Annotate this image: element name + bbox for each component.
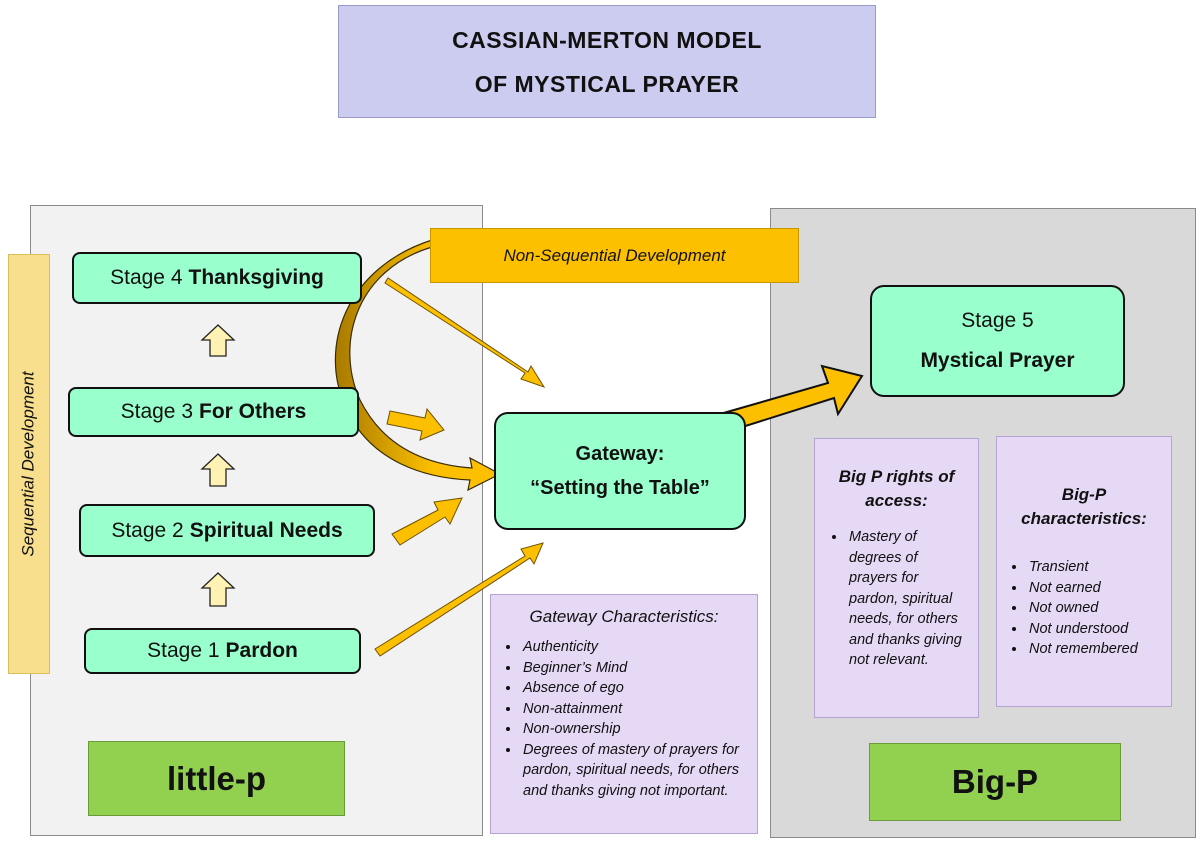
gateway-line-1: Gateway: xyxy=(575,443,665,465)
stage-1-name: Pardon xyxy=(225,639,298,662)
title-line-1: CASSIAN-MERTON MODEL xyxy=(452,26,762,53)
thin-arrow-to-gateway xyxy=(384,277,546,388)
stage-2-prefix: Stage 2 xyxy=(111,518,184,542)
title-line-2: OF MYSTICAL PRAYER xyxy=(474,70,740,97)
gateway-characteristics-list: Authenticity Beginner’s Mind Absence of … xyxy=(491,637,757,801)
non-sequential-curved-arrow xyxy=(334,239,502,492)
list-item: Mastery of degrees of prayers for pardon… xyxy=(847,527,968,671)
up-arrow-stage-3-to-4 xyxy=(200,324,236,357)
list-item: Beginner’s Mind xyxy=(521,658,757,679)
arrow-from-stage-3 xyxy=(386,407,445,441)
stage-3-prefix: Stage 3 xyxy=(120,400,194,423)
big-p-rights-title-line-2: access: xyxy=(865,491,928,510)
list-item: Not remembered xyxy=(1027,639,1171,660)
list-item: Degrees of mastery of prayers for pardon… xyxy=(521,740,757,802)
big-p-rights-box: Big P rights of access: Mastery of degre… xyxy=(814,438,979,718)
stage-4-prefix: Stage 4 xyxy=(110,266,183,289)
stage-1-prefix: Stage 1 xyxy=(147,639,220,662)
big-p-rights-list: Mastery of degrees of prayers for pardon… xyxy=(815,527,978,671)
stage-4-name: Thanksgiving xyxy=(188,266,324,289)
non-sequential-development-label: Non-Sequential Development xyxy=(503,245,726,265)
stage-5-box: Stage 5 Mystical Prayer xyxy=(870,285,1125,397)
arrow-from-stage-2 xyxy=(391,497,463,546)
gateway-characteristics-title: Gateway Characteristics: xyxy=(529,607,719,626)
gateway-characteristics-box: Gateway Characteristics: Authenticity Be… xyxy=(490,594,758,834)
up-arrow-stage-1-to-2 xyxy=(200,572,236,607)
gateway-box: Gateway: “Setting the Table” xyxy=(494,412,746,530)
little-p-label: little-p xyxy=(167,759,266,797)
big-p-characteristics-box: Big-P characteristics: Transient Not ear… xyxy=(996,436,1172,707)
stage-3-name: For Others xyxy=(199,400,307,423)
list-item: Non-ownership xyxy=(521,719,757,740)
big-p-characteristics-list: Transient Not earned Not owned Not under… xyxy=(997,557,1171,660)
list-item: Not understood xyxy=(1027,619,1171,640)
big-p-rights-title-line-1: Big P rights of xyxy=(838,467,955,486)
big-p-label-box: Big-P xyxy=(869,743,1121,821)
list-item: Not earned xyxy=(1027,578,1171,599)
list-item: Authenticity xyxy=(521,637,757,658)
big-p-label: Big-P xyxy=(951,763,1039,800)
list-item: Non-attainment xyxy=(521,699,757,720)
list-item: Absence of ego xyxy=(521,678,757,699)
sequential-development-bar: Sequential Development xyxy=(8,254,50,674)
big-p-characteristics-title-line-1: Big-P xyxy=(1061,485,1107,504)
non-sequential-development-box: Non-Sequential Development xyxy=(430,228,799,283)
up-arrow-stage-2-to-3 xyxy=(200,453,236,487)
stage-5-prefix: Stage 5 xyxy=(961,309,1034,332)
big-p-characteristics-title-line-2: characteristics: xyxy=(1021,509,1147,528)
list-item: Transient xyxy=(1027,557,1171,578)
list-item: Not owned xyxy=(1027,598,1171,619)
gateway-line-2: “Setting the Table” xyxy=(530,477,710,499)
stage-2-name: Spiritual Needs xyxy=(189,518,343,542)
diagram-title: CASSIAN-MERTON MODEL OF MYSTICAL PRAYER xyxy=(338,5,876,118)
big-p-rights-title: Big P rights of access: xyxy=(815,465,978,513)
big-p-characteristics-title: Big-P characteristics: xyxy=(997,483,1171,531)
little-p-label-box: little-p xyxy=(88,741,345,816)
arrow-from-stage-1 xyxy=(374,542,544,657)
stage-5-name: Mystical Prayer xyxy=(920,349,1075,372)
